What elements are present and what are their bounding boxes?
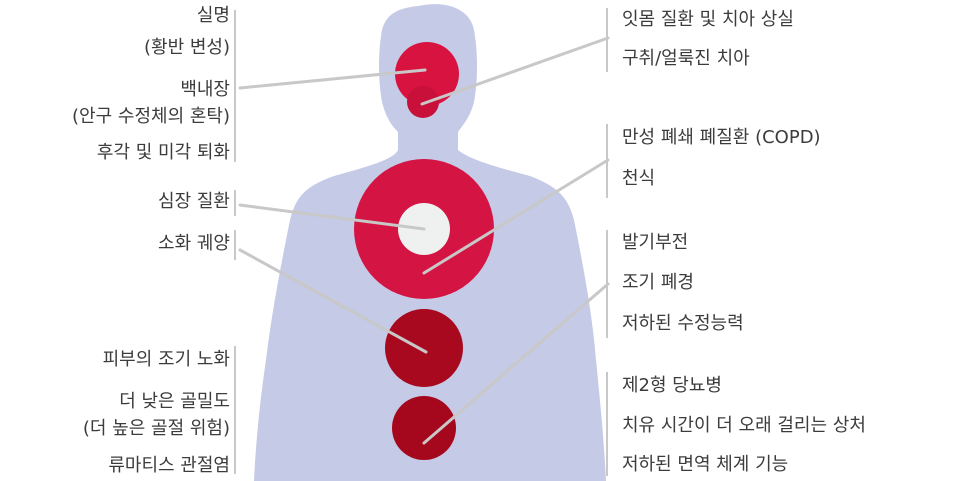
bracket-right-1	[606, 8, 608, 72]
label-gum-disease: 잇몸 질환 및 치아 상실	[622, 7, 794, 33]
label-heart-disease: 심장 질환	[158, 189, 230, 215]
label-bad-breath: 구취/얼룩진 치아	[622, 46, 750, 72]
label-weak-immune-system: 저하된 면역 체계 기능	[622, 452, 788, 478]
label-macular-degeneration: (황반 변성)	[144, 35, 230, 61]
label-type2-diabetes: 제2형 당뇨병	[622, 373, 722, 399]
label-rheumatoid-arthritis: 류마티스 관절염	[108, 453, 230, 479]
label-peptic-ulcer: 소화 궤양	[158, 231, 230, 257]
label-early-menopause: 조기 폐경	[622, 270, 694, 296]
label-skin-aging: 피부의 조기 노화	[103, 347, 230, 373]
mouth-circle	[407, 86, 439, 118]
bracket-left-4	[234, 346, 236, 474]
label-erectile-dysfunction: 발기부전	[622, 230, 688, 256]
bracket-right-2	[606, 124, 608, 198]
bracket-right-3	[606, 230, 608, 338]
label-cataract: 백내장	[180, 77, 230, 103]
label-asthma: 천식	[622, 166, 655, 192]
bracket-left-2	[234, 190, 236, 216]
bracket-right-4	[606, 372, 608, 476]
label-copd: 만성 폐쇄 폐질환 (COPD)	[622, 125, 821, 151]
bracket-left-3	[234, 230, 236, 260]
label-fracture-risk: (더 높은 골절 위험)	[83, 416, 230, 442]
label-bone-density: 더 낮은 골밀도	[119, 389, 230, 415]
label-slow-wound-healing: 치유 시간이 더 오래 걸리는 상처	[622, 413, 866, 439]
pancreas-circle	[392, 396, 456, 460]
stomach-circle	[385, 309, 463, 387]
label-blindness: 실명	[197, 3, 230, 29]
label-reduced-fertility: 저하된 수정능력	[622, 311, 744, 337]
label-smell-taste-loss: 후각 및 미각 퇴화	[97, 140, 230, 166]
label-lens-clouding: (안구 수정체의 혼탁)	[72, 104, 230, 130]
bracket-left-1	[234, 10, 236, 162]
